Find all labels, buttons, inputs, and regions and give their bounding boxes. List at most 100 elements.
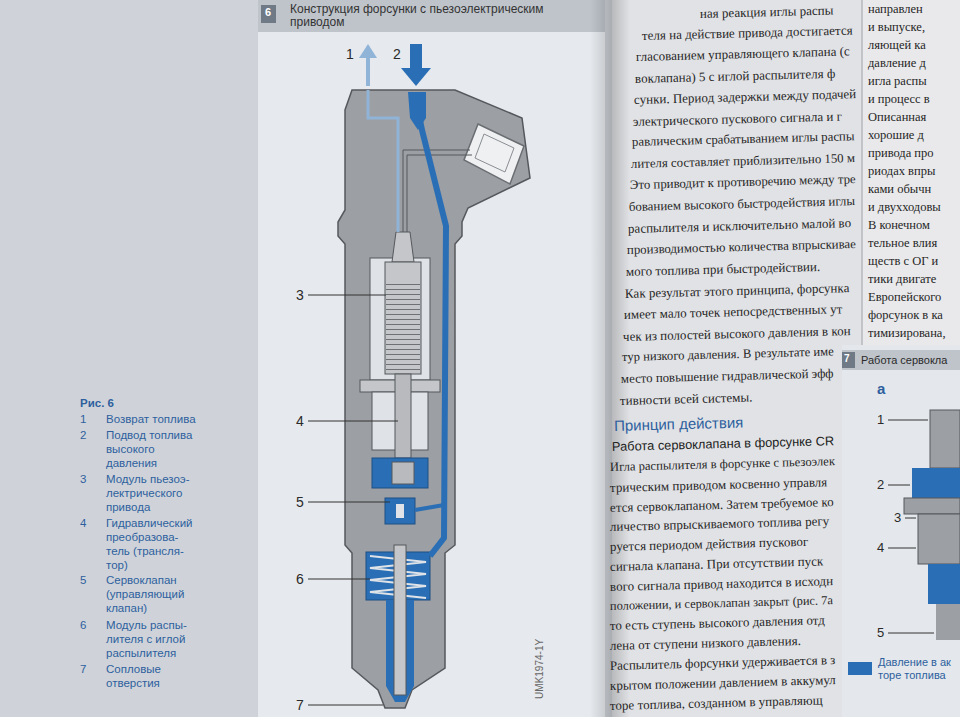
figure-label: Рис. 6 xyxy=(80,397,114,411)
injector-drawing xyxy=(415,505,444,510)
body-text-line: тики двигате xyxy=(868,272,936,287)
injector-drawing xyxy=(372,458,428,488)
legend-swatch xyxy=(848,662,872,675)
injector-drawing xyxy=(408,92,426,130)
leader-lines xyxy=(308,421,398,422)
body-text-line: игла распы xyxy=(868,74,927,89)
callout-number: 6 xyxy=(296,571,304,588)
servo-valve-detail xyxy=(912,468,960,498)
leader-lines xyxy=(888,485,910,486)
page-background xyxy=(862,0,960,345)
injector-drawing xyxy=(392,232,414,262)
callout-number: 5 xyxy=(877,625,884,640)
body-text-line: направлен xyxy=(868,2,923,17)
injector-drawing xyxy=(396,504,404,518)
page-background xyxy=(842,350,960,370)
figure-number: 6 xyxy=(265,6,271,19)
injector-drawing xyxy=(370,258,430,380)
flow-arrows xyxy=(359,44,377,58)
injector-drawing xyxy=(395,374,411,458)
legend-number: 1 xyxy=(80,412,86,426)
leader-lines xyxy=(308,295,398,705)
body-text-line: и двухходовы xyxy=(868,200,941,215)
callout-number: 1 xyxy=(346,46,354,63)
figure-title: Работа сервокла xyxy=(861,354,947,367)
legend-text: Возврат топлива xyxy=(106,412,236,426)
servo-valve-detail xyxy=(918,514,960,564)
legend-number: 4 xyxy=(80,516,86,530)
callout-number: 2 xyxy=(877,477,884,492)
leader-lines xyxy=(905,518,916,519)
legend-number: 6 xyxy=(80,618,86,632)
legend-text: Подвод топлива высокого давления xyxy=(106,428,201,470)
callout-number: 7 xyxy=(296,697,304,714)
legend-text: Сопловые отверстия xyxy=(106,662,201,690)
leader-lines xyxy=(308,295,386,296)
callout-number: 5 xyxy=(296,494,304,511)
callout-number: 4 xyxy=(877,540,884,555)
legend-number: 7 xyxy=(80,662,86,676)
body-text-line: ществ с ОГ и xyxy=(868,254,938,269)
leader-lines xyxy=(888,420,934,633)
body-text-line: риодах впры xyxy=(868,164,935,179)
page-background xyxy=(261,5,276,23)
legend-number: 5 xyxy=(80,573,86,587)
page-background xyxy=(258,0,605,717)
injector-drawing xyxy=(416,100,446,556)
body-text-line: тельное влия xyxy=(868,236,937,251)
page-background xyxy=(0,0,612,717)
callout-number: 3 xyxy=(296,287,304,304)
page-background xyxy=(258,0,605,32)
body-text-line: давление д xyxy=(868,56,926,71)
legend-text: Модуль пьезоэ- лектрического привода xyxy=(106,472,201,514)
section-heading: Принцип действия xyxy=(614,414,744,435)
leader-lines xyxy=(888,633,934,634)
leader-lines xyxy=(308,705,383,706)
injector-drawing xyxy=(392,462,414,484)
servo-valve-detail xyxy=(904,410,960,640)
leader-lines xyxy=(308,579,370,580)
body-text-line: Описанная xyxy=(868,110,926,125)
leader-lines xyxy=(308,502,390,503)
figure-number: 7 xyxy=(844,353,850,365)
injector-drawing xyxy=(386,280,420,370)
injector-drawing xyxy=(368,90,398,232)
body-text-line: В конечном xyxy=(868,218,930,233)
flow-arrows xyxy=(359,44,431,86)
legend-text: Модуль распы- лителя с иглой распылителя xyxy=(106,618,201,660)
callout-number: 1 xyxy=(877,412,884,427)
servo-valve-detail xyxy=(904,498,960,514)
injector-drawing xyxy=(385,262,421,374)
injector-drawing xyxy=(394,545,406,695)
flow-arrows xyxy=(410,44,422,70)
legend-text: Давление в ак торе топлива xyxy=(878,656,956,682)
leader-lines xyxy=(888,420,928,421)
body-text-line: и процесс в xyxy=(868,92,930,107)
legend-text: Сервоклапан (управляющий клапан) xyxy=(106,573,201,615)
servo-valve-detail xyxy=(930,410,960,468)
flow-arrows xyxy=(366,56,370,86)
flow-arrows xyxy=(401,68,431,86)
servo-valve-detail xyxy=(936,604,960,640)
callout-number: 4 xyxy=(296,413,304,430)
body-text-line: ляющей ка xyxy=(868,38,926,53)
subfigure-letter: а xyxy=(877,380,885,398)
page-background xyxy=(842,352,855,368)
legend-text: Гидравлический преобразова- тель (трансл… xyxy=(106,516,201,572)
drawing-code: UMK1974-1Y xyxy=(534,639,546,699)
injector-drawing xyxy=(338,90,530,708)
injector-drawing xyxy=(464,124,524,184)
injector-drawing xyxy=(338,90,530,708)
servo-valve-detail xyxy=(928,564,960,604)
body-text-line: хорошие д xyxy=(868,128,924,143)
leader-lines xyxy=(888,548,916,549)
body-text-line: Европейского xyxy=(868,290,941,305)
body-text-line: и выпуске, xyxy=(868,20,925,35)
legend-number: 3 xyxy=(80,472,86,486)
body-text-line: форсунок в ка xyxy=(868,308,943,323)
page-background xyxy=(861,0,863,345)
page-background xyxy=(842,345,960,717)
callout-number: 3 xyxy=(894,510,901,525)
